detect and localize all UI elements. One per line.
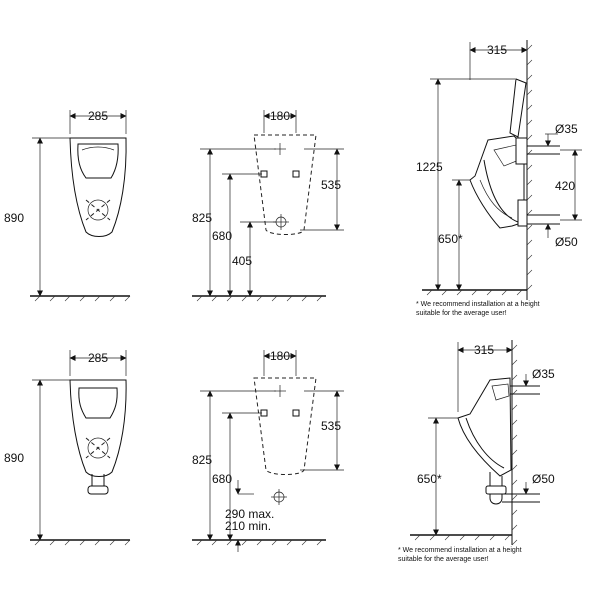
dim-height-890-bottom: 890 <box>4 451 24 465</box>
dim-825-top: 825 <box>192 211 212 225</box>
dim-535-bottom: 535 <box>321 419 341 433</box>
dim-d50-top: Ø50 <box>555 235 578 249</box>
note-bottom-line2: suitable for the average user! <box>398 556 489 563</box>
dim-680-top: 680 <box>212 229 232 243</box>
dim-290-max: 290 max. <box>225 507 274 521</box>
dim-315-bottom: 315 <box>474 343 494 357</box>
dim-210-min: 210 min. <box>225 519 271 533</box>
dim-680-bottom: 680 <box>212 472 232 486</box>
dim-d50-bottom: Ø50 <box>532 472 555 486</box>
side-section-bottom: 315 650* Ø35 Ø50 * We recommend installa… <box>398 340 555 563</box>
note-top-line2: suitable for the average user! <box>416 310 507 317</box>
dim-420: 420 <box>555 179 575 193</box>
wall-plan-top: 180 535 825 680 405 <box>192 109 344 302</box>
dim-d35-top: Ø35 <box>555 122 578 136</box>
dim-650-bottom: 650* <box>417 472 442 486</box>
dim-height-890-top: 890 <box>4 211 24 225</box>
side-section-top: 315 1225 650* Ø35 420 Ø50 * We recommend… <box>416 40 582 317</box>
dim-width-180-top: 180 <box>270 109 290 123</box>
dim-width-180-bottom: 180 <box>270 349 290 363</box>
dim-405-top: 405 <box>232 254 252 268</box>
dim-width-285-bottom: 285 <box>88 351 108 365</box>
front-view-bottom: 285 890 <box>4 350 131 546</box>
wall-plan-bottom: 180 535 825 680 290 max. 210 min. <box>192 349 344 552</box>
dim-315-top: 315 <box>487 43 507 57</box>
note-top-line1: * We recommend installation at a height <box>416 301 540 308</box>
dim-535-top: 535 <box>321 178 341 192</box>
dim-825-bottom: 825 <box>192 453 212 467</box>
dim-1225: 1225 <box>416 160 443 174</box>
dim-d35-bottom: Ø35 <box>532 367 555 381</box>
dim-650-top: 650* <box>438 232 463 246</box>
dim-width-285-top: 285 <box>88 109 108 123</box>
front-view-top: 285 890 <box>4 109 131 302</box>
note-bottom-line1: * We recommend installation at a height <box>398 547 522 554</box>
